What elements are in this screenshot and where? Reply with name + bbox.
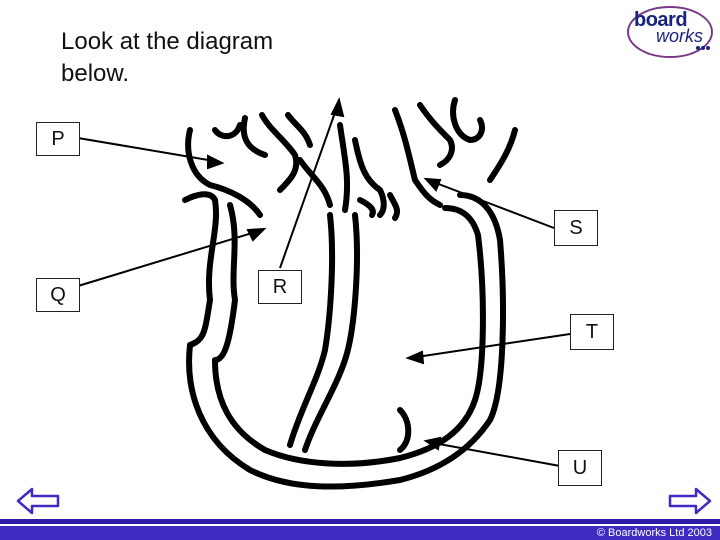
heart-outline (182, 97, 518, 490)
logo-word-works: works (656, 26, 704, 46)
label-box-U: U (558, 450, 602, 486)
footer-bar (0, 526, 720, 540)
arrowhead-S (423, 177, 442, 192)
logo-ellipse-icon (627, 6, 713, 58)
arrowhead-P (207, 154, 225, 170)
arrowhead-U (423, 436, 442, 451)
pointer-line-R (279, 103, 339, 269)
arrowhead-Q (246, 227, 267, 242)
boardworks-logo: board works (626, 4, 716, 60)
arrow-right-icon (668, 487, 712, 515)
logo-word-board: board (634, 9, 688, 31)
question-text: Look at the diagram below. (61, 28, 274, 87)
label-box-P: P (36, 122, 80, 156)
copyright-text: © Boardworks Ltd 2003 (596, 527, 712, 539)
pointer-lines (77, 97, 571, 467)
arrowhead-T (405, 350, 425, 365)
label-box-S: S (554, 210, 598, 246)
arrow-left-icon (16, 487, 60, 515)
label-box-Q: Q (36, 278, 80, 312)
label-box-T: T (570, 314, 614, 350)
pointer-line-Q (77, 229, 263, 287)
pointer-line-T (409, 333, 571, 359)
previous-slide-button[interactable] (16, 486, 60, 516)
pointer-line-P (77, 137, 221, 163)
next-slide-button[interactable] (668, 486, 712, 516)
footer-divider (0, 519, 720, 524)
label-box-R: R (258, 270, 302, 304)
pointer-line-S (427, 179, 555, 229)
pointer-line-U (427, 441, 561, 467)
arrowhead-R (330, 97, 345, 118)
